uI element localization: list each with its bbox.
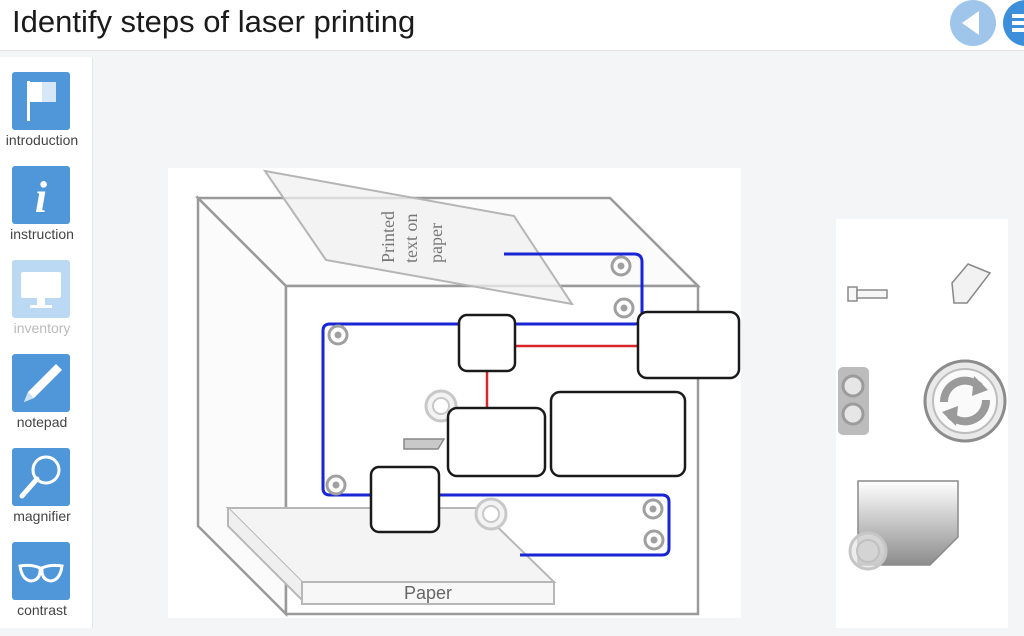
pencil-icon <box>24 364 62 402</box>
info-icon: i <box>35 173 48 222</box>
roller-icon <box>642 498 664 520</box>
fuser-rollers-part[interactable] <box>836 365 872 437</box>
drop-target-4[interactable] <box>549 390 687 478</box>
introduction-tile[interactable] <box>12 72 70 130</box>
printed-label-line-1: Printed <box>378 211 398 263</box>
menu-button[interactable] <box>1003 0 1024 46</box>
sidebar-item-label: introduction <box>5 132 79 148</box>
toner-cartridge-part[interactable] <box>846 479 962 573</box>
drop-target-3[interactable] <box>446 406 547 478</box>
back-arrow-icon <box>962 11 979 35</box>
toner-cartridge-part-icon <box>848 480 959 571</box>
drop-target-1[interactable] <box>457 313 517 373</box>
svg-text:i: i <box>35 173 48 222</box>
drop-target-5[interactable] <box>369 465 441 534</box>
glasses-icon <box>18 563 64 583</box>
instruction-tile[interactable]: i <box>12 166 70 224</box>
sidebar-item-magnifier[interactable]: magnifier <box>0 448 84 542</box>
flag-icon <box>27 81 56 121</box>
sidebar-item-contrast[interactable]: contrast <box>0 542 84 636</box>
roller-icon <box>643 529 665 551</box>
cleaning-blade-part[interactable] <box>946 259 996 307</box>
printed-paper-sheet: Printed text on paper <box>262 169 575 306</box>
paper-tray: Paper <box>225 507 557 605</box>
blade-icon <box>403 438 446 450</box>
notepad-tile[interactable] <box>12 354 70 412</box>
printed-label-line-3: paper <box>426 223 446 263</box>
sidebar-item-label: contrast <box>17 602 67 618</box>
roller-icon <box>613 297 635 319</box>
menu-icon <box>1012 14 1024 32</box>
paper-path-belt <box>321 252 671 557</box>
laser-part-icon <box>847 286 888 302</box>
sidebar-item-notepad[interactable]: notepad <box>0 354 84 448</box>
roller-icon <box>327 324 349 346</box>
sidebar-item-label: instruction <box>10 226 74 242</box>
magnifier-tile[interactable] <box>12 448 70 506</box>
laser-part[interactable] <box>845 279 891 307</box>
printer-diagram-stage: Printed text on paper Paper <box>168 168 741 618</box>
laser-printer-diagram: Printed text on paper Paper <box>194 169 741 618</box>
cleaning-blade-part-icon <box>951 263 992 304</box>
sidebar-item-label: notepad <box>16 414 68 430</box>
sidebar-item-label: magnifier <box>13 508 71 524</box>
page-title: Identify steps of laser printing <box>12 4 416 39</box>
parts-palette <box>836 219 1008 628</box>
roller-icon <box>325 474 347 496</box>
roller-icon <box>610 255 632 277</box>
sidebar-item-instruction[interactable]: i instruction <box>0 166 84 260</box>
fuser-rollers-part-icon <box>838 367 869 435</box>
contrast-tile[interactable] <box>12 542 70 600</box>
header-bar: Identify steps of laser printing <box>0 0 1024 51</box>
monitor-icon <box>21 272 61 308</box>
sidebar-item-inventory: inventory <box>0 260 84 354</box>
inventory-tile <box>12 260 70 318</box>
magnifier-icon <box>19 455 61 499</box>
rotating-drum-part[interactable] <box>922 358 1010 446</box>
printed-label-line-2: text on <box>401 214 421 264</box>
back-button[interactable] <box>950 0 996 46</box>
sidebar-item-label: inventory <box>13 320 71 336</box>
tool-sidebar: introduction i instruction inventory not… <box>0 57 93 628</box>
rotating-drum-part-icon <box>923 359 1007 443</box>
sidebar-item-introduction[interactable]: introduction <box>0 72 84 166</box>
drop-target-2[interactable] <box>636 310 741 380</box>
drum-icon <box>474 497 508 531</box>
paper-label: Paper <box>404 583 452 603</box>
